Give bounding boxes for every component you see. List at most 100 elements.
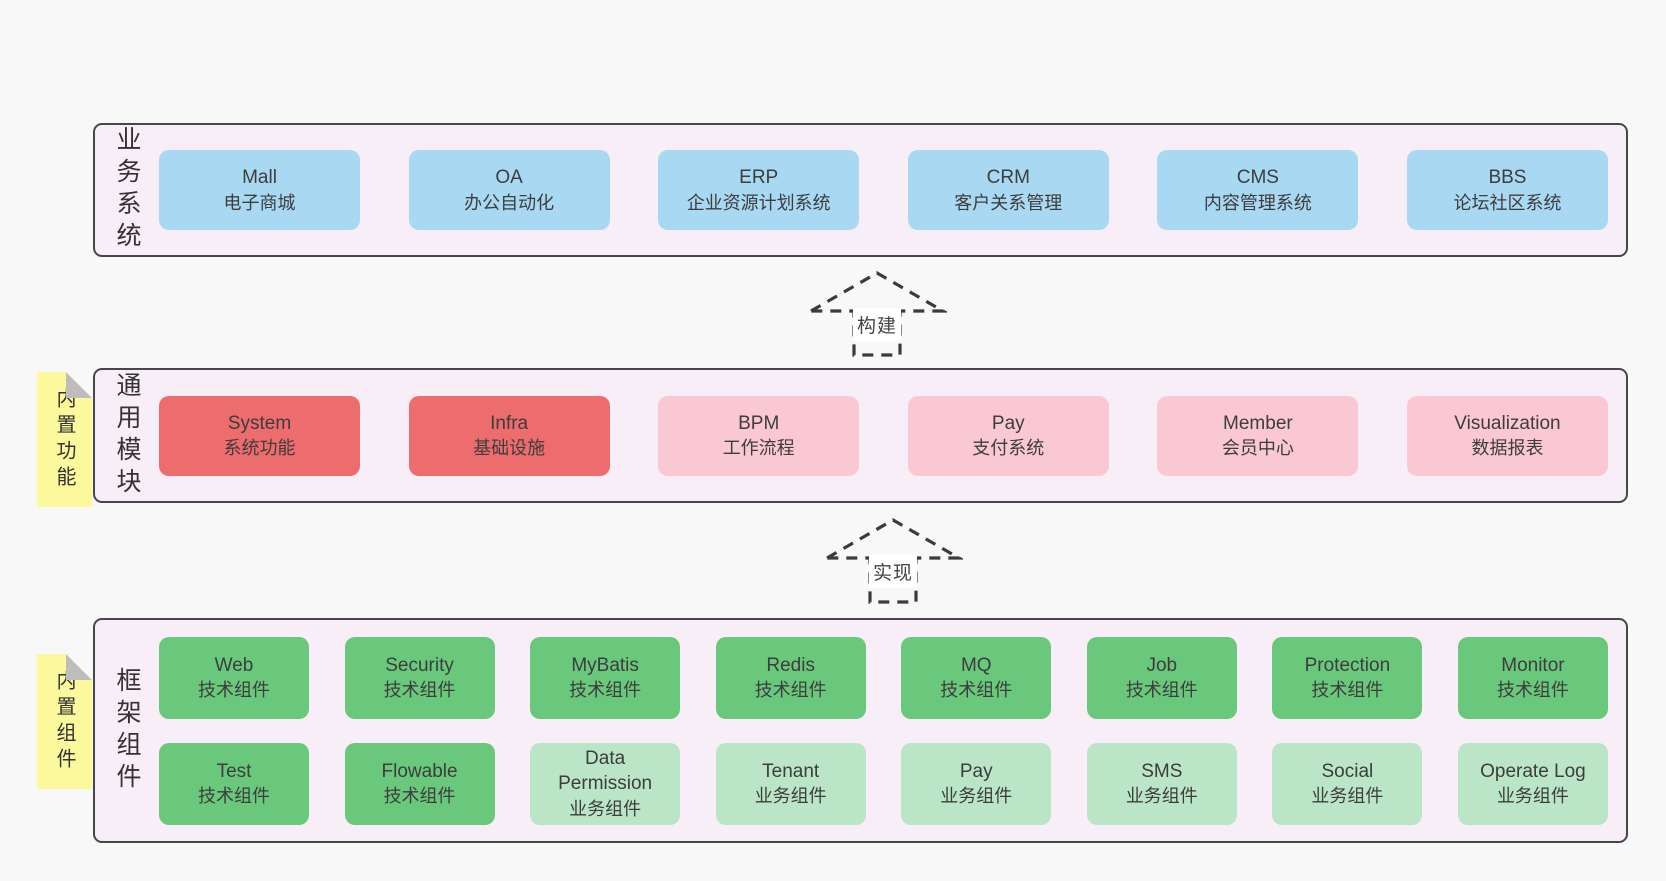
module-name: ERP [739,167,779,189]
module-name: MQ [960,654,992,676]
module-box-system: System 系统功能 [159,395,360,476]
module-name: CMS [1236,167,1279,189]
module-name: Redis [766,654,815,676]
module-box-job: Job 技术组件 [1086,636,1237,719]
module-desc: 业务组件 [940,786,1013,807]
module-box-pay: Pay 支付系统 [907,395,1109,476]
module-box-social: Social 业务组件 [1272,742,1423,825]
band-common-modules: 通用模块 System 系统功能 Infra 基础设施 BPM 工作流程 Pay 支付系统 Me… [93,368,1628,503]
module-desc: 技术组件 [198,786,270,807]
module-box-pay: Pay 业务组件 [901,742,1052,825]
module-desc: 业务组件 [754,786,827,807]
module-name: BBS [1488,167,1527,189]
module-box-data-permission: Data Permission 业务组件 [530,742,681,825]
module-desc: 支付系统 [972,438,1045,459]
module-name: Mall [242,167,277,189]
module-desc: 客户关系管理 [954,192,1063,213]
module-box-flowable: Flowable 技术组件 [344,742,495,825]
sticky-note-text: 内置功能 [53,387,75,492]
module-desc: 业务组件 [1125,786,1198,807]
module-name: BPM [738,412,780,434]
module-box-mq: MQ 技术组件 [901,636,1052,719]
sticky-note-text: 内置组件 [53,669,75,774]
module-name: MyBatis [571,654,639,676]
module-desc: 技术组件 [198,680,270,701]
module-desc: 数据报表 [1471,438,1544,459]
module-box-infra: Infra 基础设施 [408,395,610,476]
module-desc: 论坛社区系统 [1453,192,1562,213]
module-box-monitor: Monitor 技术组件 [1457,636,1608,719]
module-box-crm: CRM 客户关系管理 [907,150,1109,230]
module-name: Operate Log [1480,760,1586,782]
module-box-member: Member 会员中心 [1157,395,1359,476]
module-desc: 业务组件 [1496,786,1569,807]
module-box-operate-log: Operate Log 业务组件 [1457,742,1608,825]
folded-corner-icon [66,372,92,398]
module-desc: 会员中心 [1221,438,1294,459]
module-box-bbs: BBS 论坛社区系统 [1406,150,1608,230]
sticky-note-built-in-components: 内置组件 [37,654,92,789]
module-name: Flowable [381,760,458,782]
arrow-implement-label: 实现 [868,555,918,588]
module-name: System [227,412,292,434]
module-box-erp: ERP 企业资源计划系统 [658,150,860,230]
module-row: System 系统功能 Infra 基础设施 BPM 工作流程 Pay 支付系统 Member 会… [159,395,1608,476]
module-desc: 工作流程 [722,438,795,459]
module-box-visualization: Visualization 数据报表 [1406,395,1608,476]
module-desc: 技术组件 [940,680,1013,701]
module-name: Job [1146,654,1178,676]
module-name: Member [1223,412,1293,434]
arrow-build-label: 构建 [852,308,902,341]
module-desc: 技术组件 [1496,680,1569,701]
module-desc: 技术组件 [1311,680,1384,701]
module-name: Data Permission [558,747,653,795]
module-desc: 技术组件 [383,786,456,807]
module-name: Visualization [1454,412,1561,434]
module-desc: 系统功能 [223,438,296,459]
module-desc: 业务组件 [1311,786,1384,807]
module-name: Infra [490,412,529,434]
module-box-tenant: Tenant 业务组件 [715,742,866,825]
module-box-protection: Protection 技术组件 [1272,636,1423,719]
module-desc: 技术组件 [754,680,827,701]
module-name: Test [216,760,252,782]
module-box-redis: Redis 技术组件 [715,636,866,719]
module-name: CRM [986,167,1030,189]
module-name: Monitor [1501,654,1565,676]
arrow-build: 构建 [807,269,947,359]
module-desc: 技术组件 [569,680,642,701]
module-desc: 技术组件 [383,680,456,701]
folded-corner-icon [66,654,92,680]
module-desc: 业务组件 [569,799,642,819]
sticky-note-built-in-features: 内置功能 [37,372,92,507]
module-desc: 企业资源计划系统 [686,192,831,213]
module-name: Social [1321,760,1374,782]
module-desc: 技术组件 [1125,680,1198,701]
module-box-cms: CMS 内容管理系统 [1157,150,1359,230]
band-label-common-modules: 通用模块 [113,371,141,500]
module-name: Tenant [762,760,820,782]
arrow-implement: 实现 [823,516,963,606]
module-box-bpm: BPM 工作流程 [658,395,860,476]
module-name: Protection [1304,654,1391,676]
module-desc: 内容管理系统 [1203,192,1312,213]
module-box-security: Security 技术组件 [344,636,495,719]
module-name: Security [385,654,454,676]
band-boxes-common-modules: System 系统功能 Infra 基础设施 BPM 工作流程 Pay 支付系统 Member 会… [159,370,1608,501]
module-name: OA [495,167,523,189]
module-name: Pay [959,760,993,782]
module-name: Pay [991,412,1025,434]
band-label-framework-components: 框架组件 [113,666,141,795]
module-desc: 基础设施 [473,438,546,459]
